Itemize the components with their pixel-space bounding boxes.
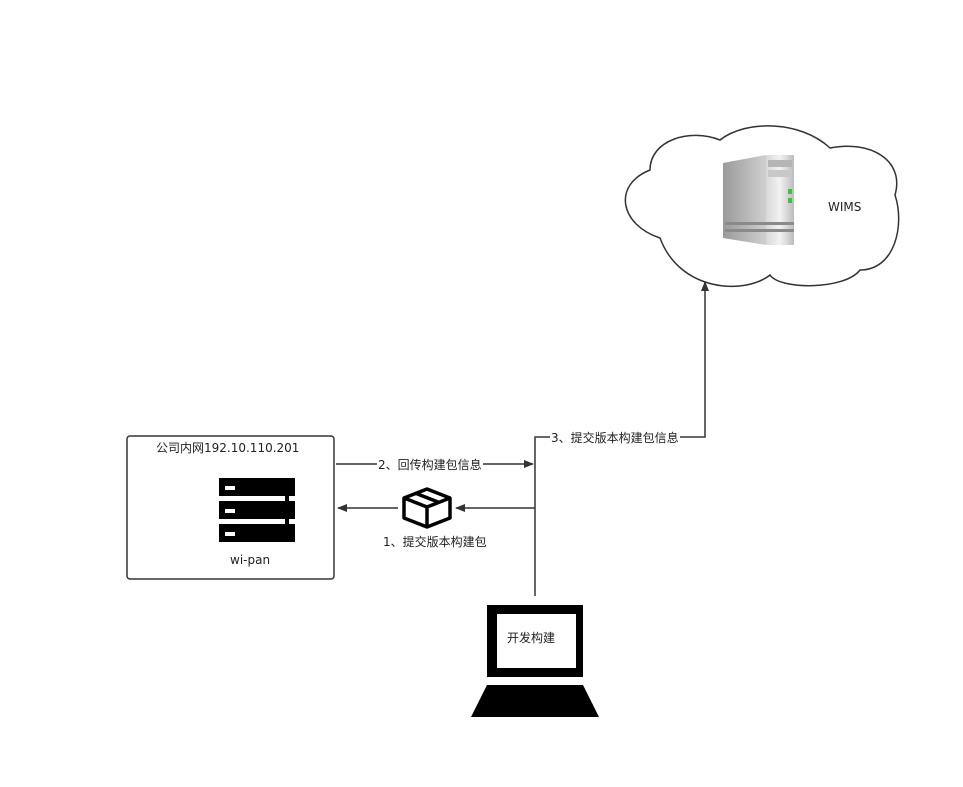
- package-icon: [402, 487, 452, 529]
- laptop-icon: [471, 605, 599, 717]
- laptop-screen-label: 开发构建: [507, 631, 556, 645]
- wims-label: WIMS: [828, 200, 862, 214]
- rack-server-icon: [219, 478, 295, 542]
- edge-label-submit-info: 3、提交版本构建包信息: [550, 431, 680, 445]
- edge-label-return-info: 2、回传构建包信息: [377, 458, 483, 472]
- edge-label-submit-package: 1、提交版本构建包: [383, 535, 487, 549]
- intranet-box-title: 公司内网192.10.110.201: [156, 441, 300, 455]
- tower-server-icon: [723, 155, 794, 245]
- wi-pan-label: wi-pan: [230, 553, 271, 567]
